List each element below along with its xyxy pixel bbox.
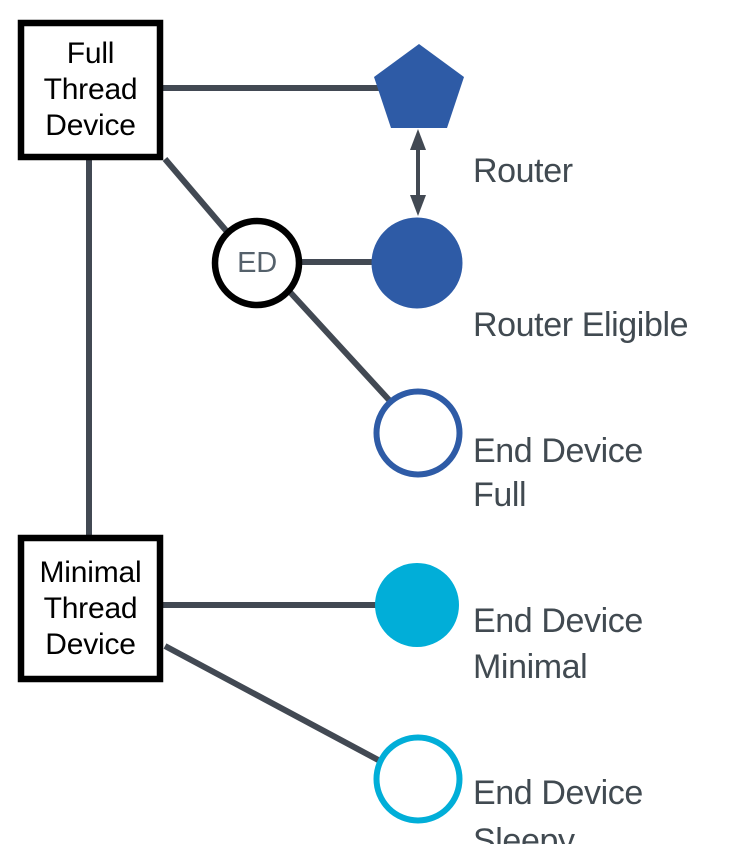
sleepy-end-device-circle-shape bbox=[373, 734, 463, 824]
connector-mtd-to-sleepy-end-device bbox=[163, 643, 384, 765]
router-eligible-end-device-legend-label-line-1: Router Eligible bbox=[473, 306, 689, 344]
minimal-end-device-legend-label-line-1: Minimal bbox=[473, 648, 588, 686]
router-eligible-end-device-legend-label-line-2: End Device bbox=[473, 432, 643, 470]
connector-layer bbox=[86, 85, 393, 765]
router-legend-label-line-1: Router bbox=[473, 152, 573, 190]
router-pentagon-shape bbox=[374, 44, 464, 128]
full-thread-device-box-shape bbox=[17, 19, 164, 161]
minimal-end-device-legend-label-line-2: End Device bbox=[473, 774, 643, 812]
minimal-end-device-legend-label: Minimal End Device bbox=[473, 562, 643, 844]
connector-ftd-to-ed-hub bbox=[162, 157, 232, 236]
end-device-hub-circle-shape bbox=[211, 217, 303, 309]
full-end-device-legend-label: Full End Device bbox=[473, 390, 643, 726]
connector-ed-hub-to-full-end-device bbox=[286, 288, 393, 404]
minimal-thread-device-box-shape bbox=[17, 534, 164, 683]
router-eligible-end-device-legend-label: Router Eligible End Device bbox=[473, 220, 689, 556]
router-reed-bidirectional-arrow bbox=[410, 129, 426, 216]
full-end-device-legend-label-line-2: End Device bbox=[473, 602, 643, 640]
sleepy-end-device-legend-label-line-1: Sleepy bbox=[473, 822, 575, 844]
sleepy-end-device-legend-label: Sleepy End Device bbox=[473, 736, 643, 844]
router-eligible-end-device-circle-shape bbox=[371, 217, 463, 309]
full-end-device-circle-shape bbox=[373, 388, 463, 478]
end-device-hub-label: ED bbox=[237, 247, 277, 279]
minimal-end-device-circle-shape bbox=[375, 563, 459, 647]
full-end-device-legend-label-line-1: Full bbox=[473, 476, 527, 514]
router-legend-label: Router bbox=[473, 66, 573, 276]
